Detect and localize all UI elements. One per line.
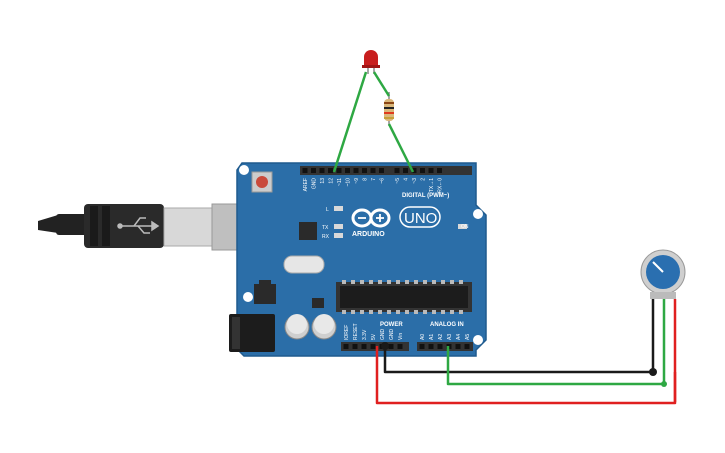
wire-gnd[interactable]	[383, 346, 653, 374]
analog-label: ANALOG IN	[430, 322, 464, 328]
pin-label: 13	[320, 178, 326, 184]
pin-label: A1	[429, 334, 435, 340]
pin-label: GND	[312, 178, 318, 190]
wire-led-gnd[interactable]	[332, 71, 368, 173]
pin-hole[interactable]	[352, 344, 358, 349]
pin-label: RX←0	[438, 178, 444, 193]
pin-label: ~6	[380, 178, 386, 184]
pin-hole[interactable]	[336, 168, 342, 173]
model-text: UNO	[404, 210, 437, 227]
pin-label: 4	[404, 178, 410, 181]
resistor[interactable]	[384, 92, 394, 126]
usb-icon	[117, 217, 160, 234]
pin-label: 5V	[371, 333, 377, 340]
arduino-logo: ARDUINO UNO	[351, 206, 441, 238]
pin-hole[interactable]	[397, 344, 403, 349]
pin-hole[interactable]	[464, 344, 470, 349]
wires[interactable]	[332, 71, 677, 405]
pin-hole[interactable]	[311, 168, 316, 173]
brand-text: ARDUINO	[352, 231, 385, 238]
microcontroller-chip	[336, 280, 472, 314]
power-jack	[229, 314, 275, 352]
pin-label: RESET	[353, 323, 359, 340]
pin-hole[interactable]	[361, 344, 367, 349]
pin-hole[interactable]	[379, 168, 384, 173]
pin-label: 12	[329, 178, 335, 184]
pin-label: ~11	[337, 178, 343, 186]
pin-hole[interactable]	[411, 168, 417, 173]
pin-hole[interactable]	[302, 168, 308, 173]
pin-hole[interactable]	[437, 168, 442, 173]
capacitor	[284, 314, 337, 340]
power-label: POWER	[380, 322, 403, 328]
pin-hole[interactable]	[343, 344, 349, 349]
pin-hole[interactable]	[345, 168, 350, 173]
potentiometer[interactable]	[640, 249, 686, 402]
pin-label: ~5	[395, 178, 401, 184]
wire-analog[interactable]	[446, 346, 664, 386]
pin-label: 8	[363, 178, 369, 181]
pin-hole[interactable]	[419, 344, 425, 349]
pin-label: A4	[456, 334, 462, 340]
pin-hole[interactable]	[370, 168, 376, 173]
status-leds: L TX RX ON	[322, 206, 469, 240]
pin-label: GND	[380, 329, 386, 341]
pin-hole[interactable]	[353, 168, 359, 173]
pin-hole[interactable]	[403, 168, 408, 173]
pin-label: AREF	[303, 178, 309, 191]
pin-label: ~9	[354, 178, 360, 184]
infinity-logo-icon	[351, 208, 391, 228]
pin-hole[interactable]	[437, 344, 443, 349]
pin-label: 2	[421, 178, 427, 181]
wire-5v[interactable]	[375, 346, 677, 405]
wire-resistor-pin7[interactable]	[387, 123, 415, 173]
pin-label: Vin	[398, 333, 404, 340]
crystal-oscillator	[283, 255, 325, 274]
label-on: ON	[461, 224, 469, 230]
pin-hole[interactable]	[455, 344, 461, 349]
pin-label: ~3	[412, 178, 418, 184]
pin-label: A2	[438, 334, 444, 340]
pin-label: ~10	[346, 178, 352, 187]
pin-label: IOREF	[344, 325, 350, 340]
pin-hole[interactable]	[428, 344, 434, 349]
pin-hole[interactable]	[319, 168, 325, 173]
pin-label: A0	[420, 334, 426, 340]
pin-label: A3	[447, 334, 453, 340]
pin-hole[interactable]	[420, 168, 425, 173]
pin-hole[interactable]	[370, 344, 376, 349]
pin-label: A5	[465, 334, 471, 340]
led[interactable]	[362, 50, 380, 74]
pin-label: TX→1	[429, 178, 435, 192]
pin-hole[interactable]	[388, 344, 394, 349]
label-tx: TX	[322, 225, 329, 231]
pin-hole[interactable]	[394, 168, 400, 173]
pin-label: 3.3V	[362, 329, 368, 340]
pin-hole[interactable]	[362, 168, 367, 173]
usb-chip	[299, 222, 317, 240]
label-l: L	[326, 207, 329, 213]
pin-label: 7	[371, 178, 377, 181]
pin-hole[interactable]	[328, 168, 333, 173]
digital-header-label: DIGITAL (PWM~)	[402, 193, 449, 199]
reset-button[interactable]	[251, 171, 273, 193]
pin-label: GND	[389, 329, 395, 341]
pin-hole[interactable]	[428, 168, 434, 173]
regulator	[254, 284, 276, 304]
wire-led-resistor[interactable]	[372, 71, 391, 97]
label-rx: RX	[322, 234, 330, 240]
